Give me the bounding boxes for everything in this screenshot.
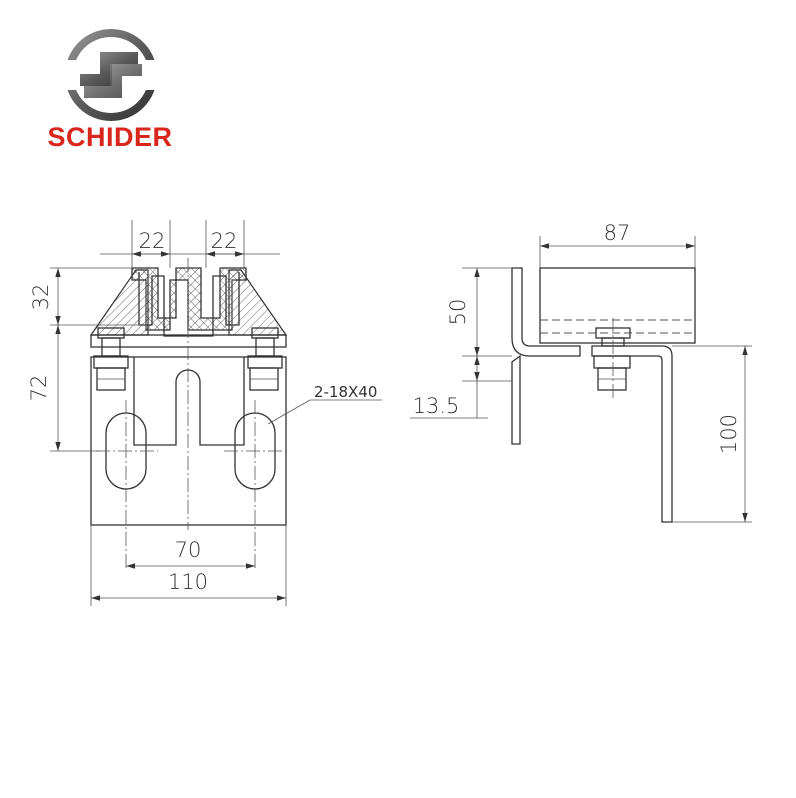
bracket-upper xyxy=(511,267,581,357)
dim-groove-left: 22 xyxy=(139,229,166,253)
dim-total-width: 110 xyxy=(168,570,208,594)
brand-name: SCHIDER xyxy=(47,122,172,152)
bracket-right-leg xyxy=(591,345,673,523)
brand-logo: SCHIDER xyxy=(47,29,172,152)
dim-height-top: 32 xyxy=(29,284,53,311)
base-plate xyxy=(90,356,287,526)
rubber-profile xyxy=(131,267,247,331)
slot-note: 2-18X40 xyxy=(314,383,377,401)
bracket-lower-left xyxy=(511,354,521,445)
dim-offset: 13.5 xyxy=(413,394,460,418)
bolt-left xyxy=(93,327,129,391)
side-view: 87 50 13.5 100 xyxy=(410,221,752,523)
top-flange xyxy=(90,334,287,348)
side-bolt xyxy=(593,318,631,400)
dim-upper-height: 50 xyxy=(446,299,470,326)
dim-groove-right: 22 xyxy=(211,229,238,253)
dim-leg-height: 100 xyxy=(717,414,741,454)
dim-height-body: 72 xyxy=(27,375,51,402)
center-slot xyxy=(133,357,245,446)
schider-logo-icon xyxy=(60,29,162,121)
side-top-block xyxy=(539,267,696,344)
dim-top-width: 87 xyxy=(604,221,631,245)
dim-hole-spacing: 70 xyxy=(175,538,202,562)
bolt-right xyxy=(247,327,283,391)
front-view: 22 22 32 72 70 110 2-18X40 xyxy=(27,220,382,606)
